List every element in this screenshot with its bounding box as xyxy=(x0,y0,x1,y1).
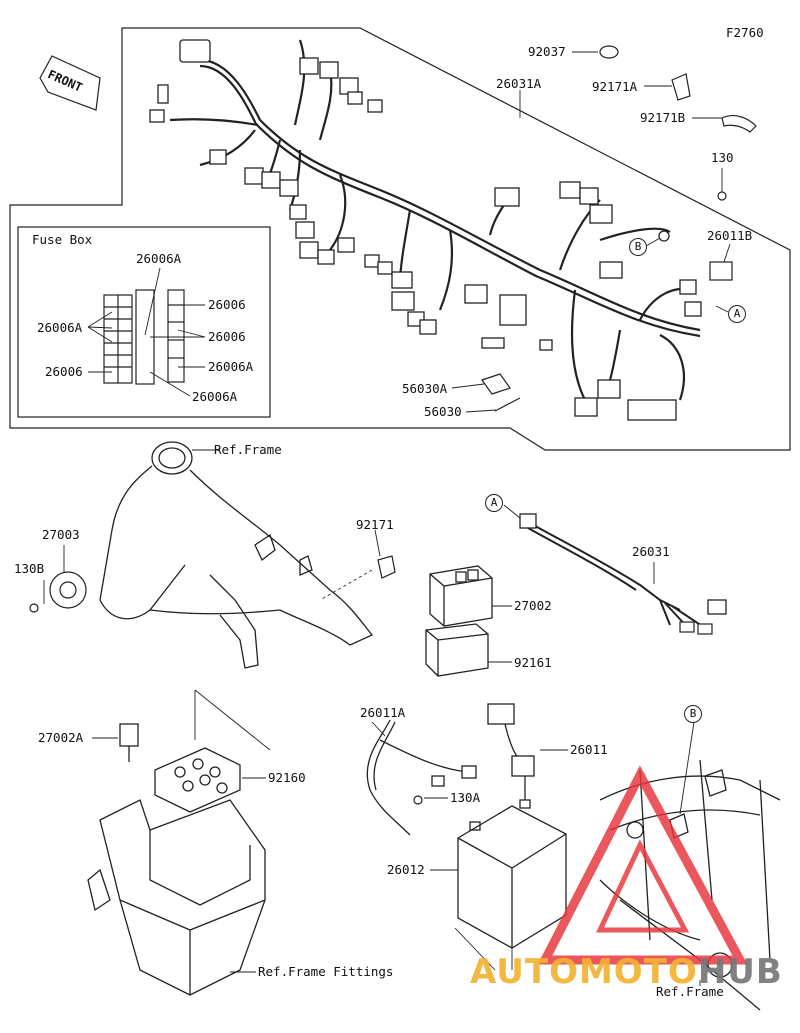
harness-panel-outline xyxy=(9,27,791,451)
callout-ref-frame-top: Ref.Frame xyxy=(214,442,282,457)
part-26011B-shape xyxy=(709,261,733,281)
callout-130A: 130A xyxy=(450,790,481,805)
fuse-label-3: 26006A xyxy=(37,320,83,335)
watermark-text: AUTOMOTO xyxy=(470,952,698,992)
marker-a-mid: A xyxy=(485,494,503,512)
marker-b-top: B xyxy=(629,238,647,256)
part-130B-shape xyxy=(29,603,39,613)
part-56030A-shape xyxy=(481,373,511,395)
callout-27002A: 27002A xyxy=(38,730,84,745)
callout-ref-frame-fittings: Ref.Frame Fittings xyxy=(258,964,394,979)
callout-130: 130 xyxy=(711,150,734,165)
part-92171A-shape xyxy=(671,73,691,101)
part-26011A-shape xyxy=(366,719,477,836)
diagram-code: F2760 xyxy=(726,25,764,40)
callout-92161: 92161 xyxy=(514,655,552,670)
part-92037-shape xyxy=(599,45,619,59)
watermark-logo: AUTOMOTOHUB xyxy=(470,952,783,992)
harness-connectors xyxy=(149,39,702,421)
part-130A-shape xyxy=(413,795,423,805)
marker-b-bottom: B xyxy=(684,705,702,723)
part-26031-shape xyxy=(527,521,706,631)
part-130-shape xyxy=(717,191,727,201)
fuse-label-2: 26006 xyxy=(208,297,246,312)
fuse-label-1: 26006A xyxy=(136,251,182,266)
callout-26011A: 26011A xyxy=(360,705,406,720)
callout-92171A: 92171A xyxy=(592,79,638,94)
callout-26011B: 26011B xyxy=(707,228,753,243)
watermark-text-hub: HUB xyxy=(697,952,783,992)
part-56030-shape xyxy=(494,397,521,412)
callout-26031A: 26031A xyxy=(496,76,542,91)
part-92161-shape xyxy=(425,623,489,677)
fuse-label-7: 26006A xyxy=(192,389,238,404)
part-27003-shape xyxy=(49,571,87,609)
callout-26031: 26031 xyxy=(632,544,670,559)
callout-56030: 56030 xyxy=(424,404,462,419)
callout-92171B: 92171B xyxy=(640,110,686,125)
battery-case-shape xyxy=(87,799,266,996)
callout-26011: 26011 xyxy=(570,742,608,757)
callout-130B: 130B xyxy=(14,561,45,576)
part-27002-shape xyxy=(429,565,493,627)
callout-56030A: 56030A xyxy=(402,381,448,396)
marker-a-top: A xyxy=(728,305,746,323)
callout-92160: 92160 xyxy=(268,770,306,785)
part-27002A-shape xyxy=(119,723,139,762)
fuse-label-6: 26006A xyxy=(208,359,254,374)
callout-27002: 27002 xyxy=(514,598,552,613)
fuse-label-4: 26006 xyxy=(208,329,246,344)
callout-27003: 27003 xyxy=(42,527,80,542)
part-92171-shape xyxy=(377,555,396,579)
callout-26012: 26012 xyxy=(387,862,425,877)
wire-harness-26031A xyxy=(169,39,701,401)
fuse-label-5: 26006 xyxy=(45,364,83,379)
fuse-box-title: Fuse Box xyxy=(32,232,93,247)
callout-92171: 92171 xyxy=(356,517,394,532)
part-92171B-shape xyxy=(721,114,757,133)
part-92160-shape xyxy=(154,747,241,813)
callout-ref-frame-bottom: Ref.Frame xyxy=(656,984,724,999)
part-26012-shape xyxy=(457,799,567,949)
front-arrow-outline xyxy=(39,55,101,111)
frame-shape-top xyxy=(99,441,374,669)
fuse-box-frame xyxy=(17,226,271,418)
part-26011-shape xyxy=(487,703,535,800)
callout-92037: 92037 xyxy=(528,44,566,59)
watermark-triangle xyxy=(537,765,748,965)
